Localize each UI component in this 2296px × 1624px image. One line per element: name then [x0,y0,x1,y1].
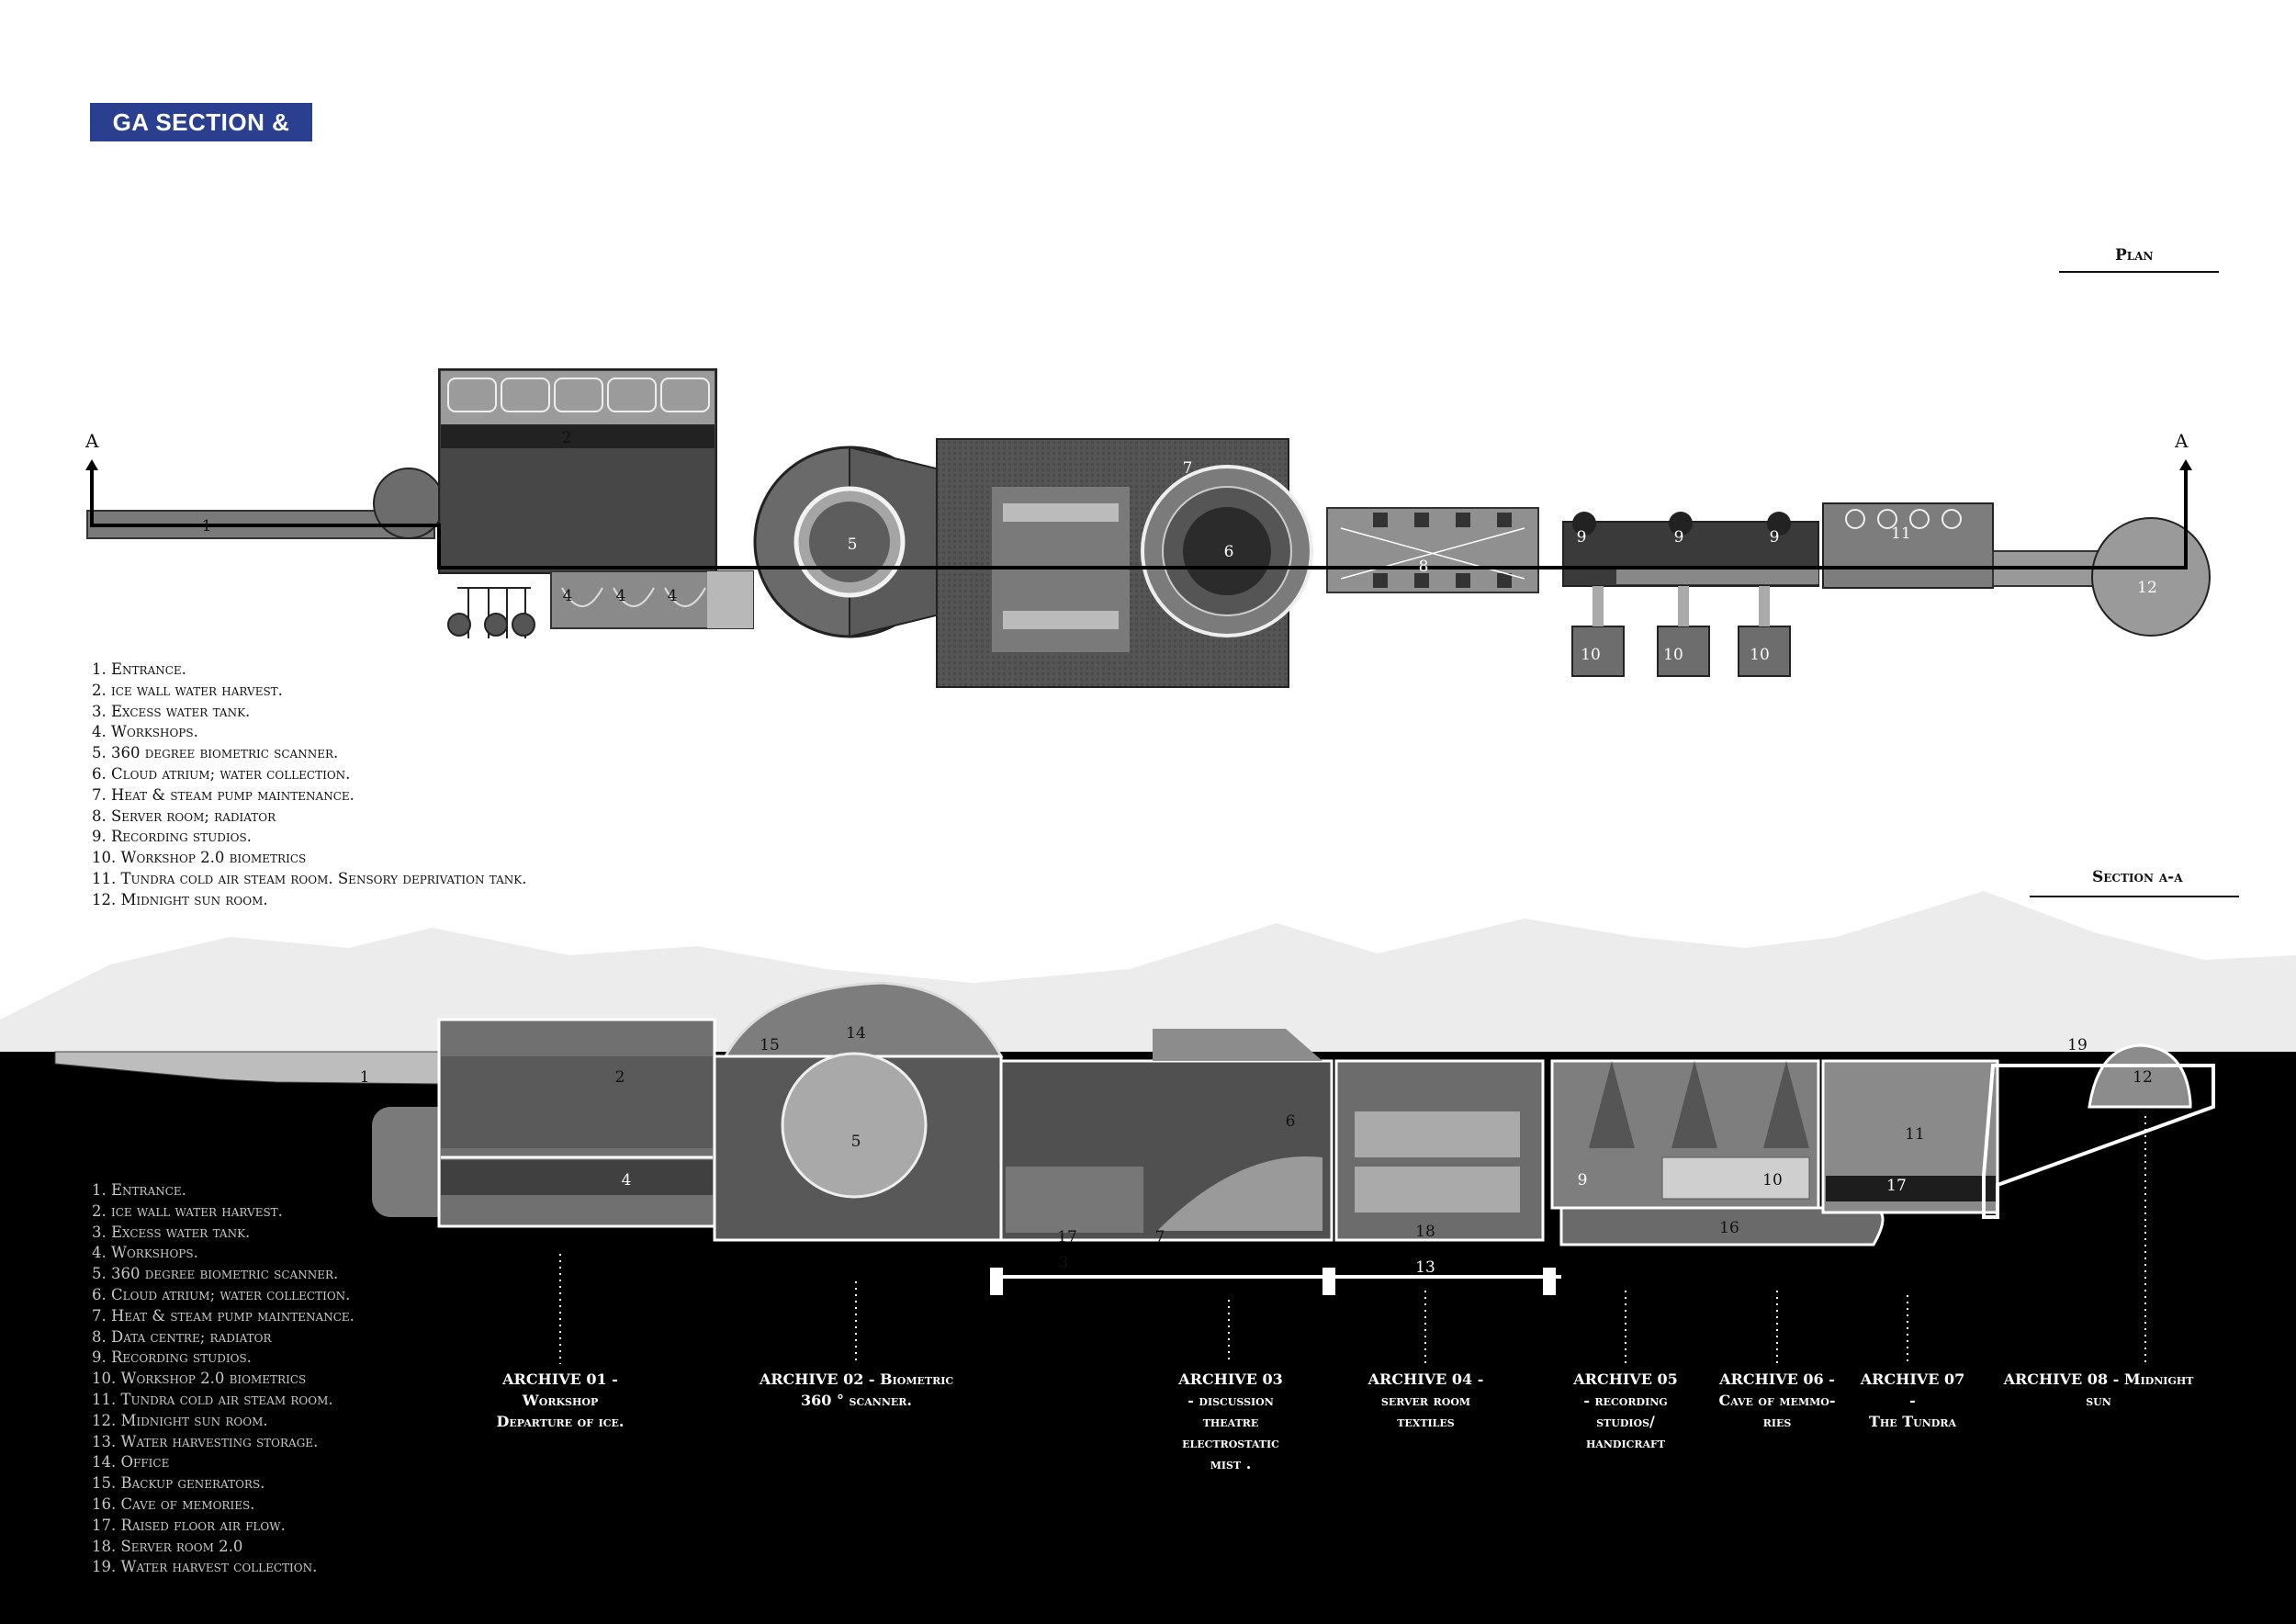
plan-num-4a: 4 [563,587,573,605]
plan-water-tanks [447,587,535,638]
section-num-1: 1 [360,1068,370,1087]
section-num-3: 3 [1059,1254,1069,1272]
section-num-12: 12 [2133,1068,2153,1087]
section-legend-item: 12. Midnight sun room. [92,1411,268,1429]
section-legend-item: 10. Workshop 2.0 biometrics [92,1370,307,1388]
plan-num-10b: 10 [1663,646,1683,664]
section-legend-item: 5. 360 degree biometric scanner. [92,1265,339,1283]
section-legend-item: 18. Server room 2.0 [92,1537,243,1555]
plan-legend-item: 3. Excess water tank. [92,702,251,720]
archive-04-label: ARCHIVE 04 - server room textiles [1367,1370,1484,1430]
archive-03-label: ARCHIVE 03 - discussion theatre electros… [1178,1370,1283,1472]
plan-label: Plan [2115,246,2154,265]
plan-legend-item: 9. Recording studios. [92,828,252,846]
plan-num-10c: 10 [1750,646,1770,664]
section-marker-right: A [2175,430,2189,452]
section-drawing: 1 2 4 15 14 5 6 17 7 3 18 13 9 10 16 17 … [0,891,2296,1624]
plan-legend: 1. Entrance. 2. ice wall water harvest. … [92,660,526,911]
plan-num-8: 8 [1419,558,1429,576]
plan-drawing: 1 2 4 4 4 5 6 7 8 9 9 9 10 10 10 11 12 [85,368,2211,688]
plan-entrance-dome [373,468,445,539]
plan-num-2: 2 [562,429,572,447]
plan-legend-item: 1. Entrance. [92,660,186,678]
plan-num-7: 7 [1183,459,1193,478]
section-legend-item: 8. Data centre; radiator [92,1327,272,1346]
section-legend: 1. Entrance. 2. ice wall water harvest. … [92,1180,355,1578]
plan-num-9c: 9 [1770,528,1780,547]
section-num-17a: 17 [1057,1228,1077,1246]
section-num-6: 6 [1286,1112,1296,1131]
section-num-18: 18 [1415,1223,1435,1241]
section-label: Section a-a [2092,868,2183,886]
section-legend-item: 6. Cloud atrium; water collection. [92,1285,351,1303]
archive-08-label: ARCHIVE 08 - Midnight sun [2003,1370,2194,1409]
section-num-5: 5 [851,1133,861,1151]
plan-workshop-2 [1571,626,1625,677]
plan-num-6: 6 [1224,543,1234,561]
plan-num-4b: 4 [616,587,626,605]
section-num-7: 7 [1155,1228,1165,1246]
page-title: GA SECTION & PLAN [90,103,312,175]
section-num-4: 4 [622,1171,632,1190]
plan-legend-item: 10. Workshop 2.0 biometrics [92,849,307,867]
plan-num-4c: 4 [668,587,678,605]
section-legend-item: 14. Office [92,1453,170,1472]
plan-num-1: 1 [202,517,212,536]
section-legend-item: 2. ice wall water harvest. [92,1201,283,1220]
section-scanner-dome [723,981,1004,1058]
plan-legend-item: 6. Cloud atrium; water collection. [92,764,351,783]
plan-num-9b: 9 [1674,528,1684,547]
plan-legend-item: 2. ice wall water harvest. [92,681,283,699]
section-num-16: 16 [1719,1219,1739,1237]
section-legend-item: 3. Excess water tank. [92,1223,251,1241]
section-num-17b: 17 [1886,1177,1907,1195]
plan-section-cut-line [90,464,2188,570]
plan-tundra [1822,502,1994,589]
section-legend-item: 19. Water harvest collection. [92,1558,318,1576]
plan-legend-item: 12. Midnight sun room. [92,890,268,908]
plan-legend-item: 4. Workshops. [92,723,198,741]
plan-num-10a: 10 [1581,646,1601,664]
section-marker-left: A [85,430,99,452]
archive-01-label: ARCHIVE 01 - Workshop Departure of ice. [496,1370,625,1430]
plan-legend-item: 8. Server room; radiator [92,806,276,825]
section-num-13: 13 [1415,1258,1435,1277]
section-legend-item: 11. Tundra cold air steam room. [92,1390,333,1408]
section-num-14: 14 [846,1024,866,1043]
section-legend-item: 16. Cave of memories. [92,1494,255,1513]
plan-legend-item: 5. 360 degree biometric scanner. [92,744,339,762]
archive-05-label: ARCHIVE 05 - recording studios/ handicra… [1573,1370,1678,1451]
section-legend-item: 17. Raised floor air flow. [92,1516,286,1534]
section-label-rule [2030,896,2239,897]
section-num-11: 11 [1905,1125,1925,1144]
section-legend-item: 1. Entrance. [92,1181,186,1199]
section-num-9: 9 [1578,1171,1588,1190]
archive-02-label: ARCHIVE 02 - Biometric 360 ° scanner. [759,1370,954,1409]
plan-num-9a: 9 [1577,528,1587,547]
section-mountains [0,891,2296,1066]
section-midnight-sun [2088,1043,2192,1109]
section-legend-item: 9. Recording studios. [92,1348,252,1367]
plan-num-5: 5 [848,536,858,554]
plan-label-rule [2059,271,2219,273]
plan-legend-item: 11. Tundra cold air steam room. Sensory … [92,869,527,887]
section-legend-item: 15. Backup generators. [92,1474,265,1493]
plan-midnight-sun [2091,517,2211,637]
section-legend-item: 7. Heat & steam pump maintenance. [92,1306,355,1325]
section-num-19: 19 [2067,1036,2088,1054]
archive-06-label: ARCHIVE 06 - Cave of memmo- ries [1718,1370,1836,1430]
section-num-15: 15 [760,1036,780,1054]
section-num-2: 2 [615,1068,625,1087]
section-legend-item: 13. Water harvesting storage. [92,1432,319,1450]
section-legend-item: 4. Workshops. [92,1244,198,1262]
section-num-10: 10 [1762,1171,1783,1190]
plan-num-11: 11 [1891,524,1911,543]
plan-num-12: 12 [2137,579,2157,597]
archive-07-label: ARCHIVE 07 - The Tundra [1860,1370,1965,1430]
plan-legend-item: 7. Heat & steam pump maintenance. [92,785,355,804]
